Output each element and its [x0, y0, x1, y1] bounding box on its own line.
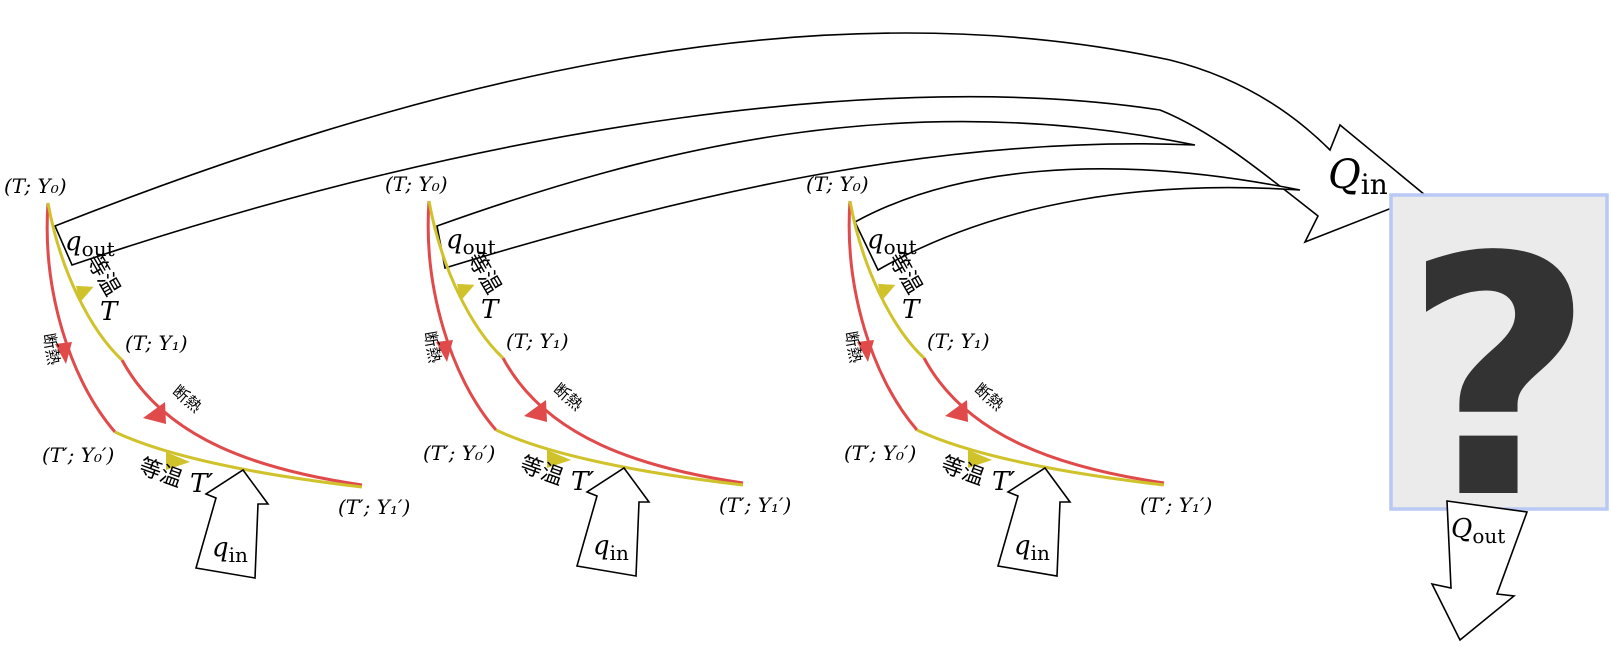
- corner-top-left-label: (T; Y₀): [806, 172, 869, 196]
- isothermal-cold-temp: T′: [992, 467, 1015, 497]
- corner-bottom-left-label: (T′; Y₀′): [423, 441, 495, 465]
- adiabatic-left-curve: [45, 202, 117, 433]
- corner-bottom-right-label: (T′; Y₁′): [338, 495, 410, 519]
- adiabatic-left-kanji: 断熱: [841, 330, 865, 365]
- corner-top-left-label: (T; Y₀): [385, 172, 448, 196]
- adiabatic-left-arrow: [857, 340, 874, 362]
- corner-mid-right-label: (T; Y₁): [506, 329, 569, 353]
- isothermal-hot-curve: [427, 200, 505, 360]
- question-mark: ?: [1403, 187, 1594, 571]
- adiabatic-left-kanji: 断熱: [39, 332, 63, 367]
- isothermal-cold-arrow: [166, 452, 190, 470]
- Qout-arrow: [1430, 500, 1529, 642]
- isothermal-cold-curve: [916, 428, 1165, 487]
- adiabatic-left-arrow: [436, 340, 453, 362]
- corner-mid-right-label: (T; Y₁): [125, 331, 188, 355]
- adiabatic-right-curve: [922, 357, 1165, 485]
- isothermal-hot-curve: [848, 200, 926, 360]
- isothermal-hot-arrow: [457, 283, 475, 301]
- isothermal-cold-temp: T′: [571, 467, 594, 497]
- corner-top-left-label: (T; Y₀): [4, 174, 67, 198]
- isothermal-cold-temp: T′: [190, 469, 213, 499]
- corner-bottom-left-label: (T′; Y₀′): [42, 443, 114, 467]
- adiabatic-left-kanji: 断熱: [420, 330, 444, 365]
- flow-arrow-cycle-2: [436, 120, 1196, 270]
- adiabatic-right-curve: [501, 357, 744, 485]
- isothermal-cold-arrow: [968, 450, 992, 468]
- isothermal-cold-curve: [114, 430, 363, 489]
- cycle-2: (T; Y₀)(T; Y₁)(T′; Y₀′)(T′; Y₁′)qout等温T等…: [385, 172, 791, 577]
- corner-mid-right-label: (T; Y₁): [927, 329, 990, 353]
- qout-to-Qin-arrows: [53, 32, 1427, 272]
- isothermal-cold-curve: [495, 428, 744, 487]
- qout-label: qout: [867, 225, 917, 259]
- unknown-engine-box: [1389, 193, 1609, 511]
- adiabatic-left-curve: [426, 200, 498, 431]
- isothermal-hot-temp: T: [100, 297, 119, 327]
- cycle-1: (T; Y₀)(T; Y₁)(T′; Y₀′)(T′; Y₁′)qout等温T等…: [4, 174, 410, 579]
- adiabatic-right-curve: [120, 359, 363, 487]
- flow-arrow-cycle-3: [853, 168, 1301, 272]
- adiabatic-right-arrow: [524, 400, 547, 422]
- isothermal-hot-curve: [46, 202, 124, 362]
- cycle-3: (T; Y₀)(T; Y₁)(T′; Y₀′)(T′; Y₁′)qout等温T等…: [806, 172, 1212, 577]
- qin-arrow: [194, 468, 270, 579]
- isothermal-hot-temp: T: [481, 295, 500, 325]
- adiabatic-right-kanji: 断熱: [971, 379, 1008, 414]
- corner-bottom-right-label: (T′; Y₁′): [719, 493, 791, 517]
- isothermal-cold-arrow: [547, 450, 571, 468]
- isothermal-hot-arrow: [878, 283, 896, 301]
- qin-arrow: [996, 466, 1072, 577]
- adiabatic-left-arrow: [55, 342, 72, 364]
- adiabatic-right-arrow: [945, 400, 968, 422]
- adiabatic-right-kanji: 断熱: [550, 379, 587, 414]
- corner-bottom-right-label: (T′; Y₁′): [1140, 493, 1212, 517]
- qin-arrow: [575, 466, 651, 577]
- adiabatic-left-curve: [847, 200, 919, 431]
- isothermal-hot-arrow: [76, 285, 94, 303]
- adiabatic-right-arrow: [143, 402, 166, 424]
- corner-bottom-left-label: (T′; Y₀′): [844, 441, 916, 465]
- combined-engine: ? Qin Qout: [1328, 152, 1609, 642]
- isothermal-hot-temp: T: [902, 295, 921, 325]
- adiabatic-right-kanji: 断熱: [169, 381, 206, 416]
